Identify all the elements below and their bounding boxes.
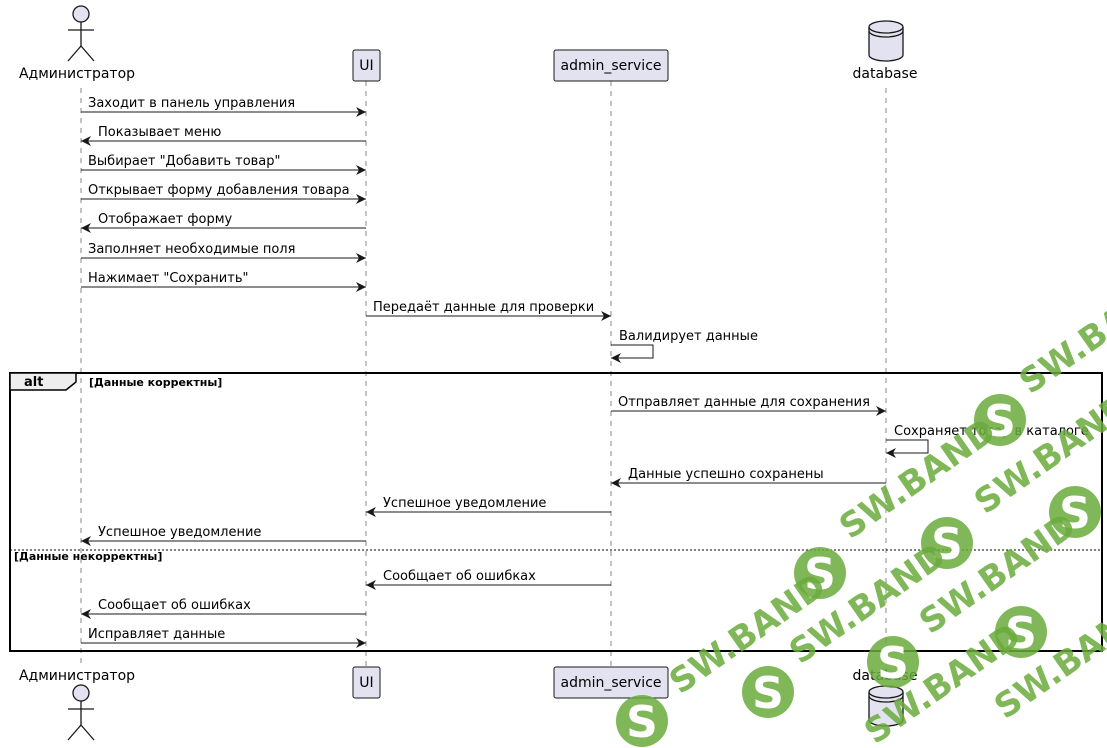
actor-administrator-bottom: Администратор [19,668,135,741]
message: Валидирует данные [611,329,758,363]
alt-guard-invalid: [Данные некорректны] [14,550,162,563]
actor-icon [67,5,95,62]
message: Открывает форму добавления товара [81,183,366,204]
participant-admin-service-top: admin_service [553,49,669,82]
message: Нажимает "Сохранить" [81,271,366,292]
participant-label: UI [359,58,373,74]
message-label: Нажимает "Сохранить" [88,271,248,286]
svg-text:S: S [984,396,1016,447]
participant-label: admin_service [560,675,661,691]
svg-text:S: S [752,668,784,719]
message: Исправляет данные [81,627,366,648]
participant-ui-top: UI [352,49,381,82]
database-icon [868,685,904,727]
watermark-logo-icon: S [616,695,668,748]
alt-frame: alt [Данные корректны] [Данные некоррект… [9,372,1103,652]
message-label: Выбирает "Добавить товар" [88,154,281,169]
actor-icon [67,684,95,741]
message-label: Успешное уведомление [98,525,261,540]
message: Заходит в панель управления [81,96,366,117]
svg-text:S: S [877,638,909,689]
watermark-logo-icon: S [742,666,794,719]
message: Отображает форму [81,212,366,233]
message: Успешное уведомление [366,496,611,517]
message: Сообщает об ошибках [81,598,366,619]
message-label: Отображает форму [98,212,233,227]
message: Передаёт данные для проверки [366,300,611,321]
message-label: Успешное уведомление [383,496,546,511]
watermark-text: SW.BAND [1012,266,1107,403]
watermark-logo-icon: S [995,606,1047,659]
message-arrow [886,439,929,458]
participant-box [352,49,381,82]
participant-box [553,49,669,82]
message-label: Передаёт данные для проверки [373,300,594,315]
participant-label: Администратор [19,668,135,684]
participant-label: admin_service [560,58,661,74]
svg-text:S: S [626,697,658,748]
participants-top: Администратор UI admin_service database [19,5,918,82]
actor-administrator-top: Администратор [19,5,135,82]
svg-text:S: S [804,549,836,600]
message-label: Валидирует данные [619,329,758,344]
svg-text:S: S [931,519,963,570]
message-label: Сообщает об ошибках [98,598,251,613]
database-icon [868,20,904,62]
participant-label: UI [359,675,373,691]
alt-frame-border [9,372,1103,652]
message-label: Заполняет необходимые поля [88,242,295,257]
watermark-logo-icon: S [974,394,1026,447]
participant-admin-service-bottom: admin_service [553,666,669,699]
message-label: Показывает меню [98,125,221,140]
alt-frame-tag [9,372,77,391]
message: Успешное уведомление [81,525,366,546]
message-label: Открывает форму добавления товара [88,183,350,198]
watermark-logo-icon: S [867,636,919,689]
message-arrow [611,344,654,363]
watermark-logo-icon: S [921,517,973,570]
message: Заполняет необходимые поля [81,242,366,263]
message-label: Сообщает об ошибках [383,569,536,584]
message-label: Заходит в панель управления [88,96,295,111]
participant-ui-bottom: UI [352,666,381,699]
message: Сообщает об ошибках [366,569,611,590]
svg-text:S: S [1059,488,1091,539]
watermark-logo-icon: S [794,547,846,600]
message-label: Отправляет данные для сохранения [618,395,870,410]
participant-box [352,666,381,699]
participant-database-top: database [853,20,918,82]
svg-text:S: S [1005,608,1037,659]
message: Выбирает "Добавить товар" [81,154,366,175]
message-label: Данные успешно сохранены [628,467,824,482]
message: Данные успешно сохранены [611,467,886,488]
participant-box [553,666,669,699]
participant-label: Администратор [19,66,135,82]
alt-guard-valid: [Данные корректны] [89,376,222,389]
participant-label: database [853,66,918,82]
message: Показывает меню [81,125,366,146]
watermark-logo-icon: S [1049,486,1101,539]
message: Отправляет данные для сохранения [611,395,886,416]
alt-keyword: alt [24,375,43,390]
message-label: Исправляет данные [88,627,225,642]
